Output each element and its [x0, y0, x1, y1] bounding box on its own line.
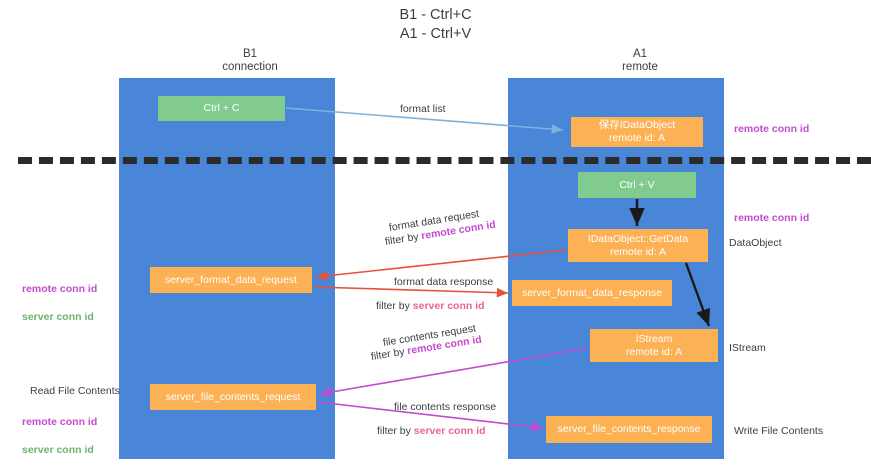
edge-label-format-data-response: format data response: [394, 276, 494, 288]
annotation-left-server-conn-id-2: server conn id: [22, 444, 94, 456]
annotation-left-remote-conn-id: remote conn id: [22, 283, 98, 295]
node-idataobject-getdata[interactable]: IDataObject::GetData remote id: A: [568, 229, 708, 262]
node-ctrl-c[interactable]: Ctrl + C: [158, 96, 285, 121]
node-server-file-contents-response[interactable]: server_file_contents_response: [546, 416, 712, 443]
annotation-read-file-contents: Read File Contents: [30, 385, 120, 397]
node-server-format-data-request[interactable]: server_format_data_request: [150, 267, 312, 293]
annotation-write-file-contents: Write File Contents: [734, 425, 824, 437]
edge-label-format-data-response-filter: filter by server conn id: [376, 299, 485, 313]
column-header-b1-role: connection: [222, 61, 278, 73]
annotation-left-server-conn-id: server conn id: [22, 311, 94, 323]
dashed-separator: [18, 157, 871, 164]
node-ctrl-v[interactable]: Ctrl + V: [578, 172, 696, 198]
annotation-data-object: DataObject: [729, 237, 782, 249]
filter-prefix: filter by: [377, 425, 414, 437]
node-server-format-data-response[interactable]: server_format_data_response: [512, 280, 672, 306]
annotation-conn-ids-left-2: remote conn id server conn id: [22, 401, 97, 471]
column-header-b1: B1 connection: [150, 48, 350, 74]
column-header-a1-role: remote: [622, 61, 658, 73]
annotation-istream: IStream: [729, 342, 766, 354]
filter-key-server-conn-id: server conn id: [413, 425, 486, 437]
annotation-remote-conn-id-top: remote conn id: [734, 123, 810, 135]
column-header-a1-name: A1: [632, 48, 648, 60]
page-title: B1 - Ctrl+C A1 - Ctrl+V: [399, 7, 472, 42]
node-store-idataobject[interactable]: 保存IDataObject remote id: A: [571, 117, 703, 147]
edge-label-file-contents-response: file contents response: [394, 401, 497, 413]
column-header-a1: A1 remote: [540, 48, 740, 74]
column-header-b1-name: B1: [242, 48, 258, 60]
node-istream[interactable]: IStream remote id: A: [590, 329, 718, 362]
annotation-conn-ids-left: remote conn id server conn id: [22, 268, 97, 338]
filter-prefix: filter by: [376, 300, 413, 312]
filter-prefix: filter by: [370, 345, 409, 363]
edge-label-file-contents-response-filter: filter by server conn id: [377, 424, 486, 438]
annotation-left-remote-conn-id-2: remote conn id: [22, 416, 98, 428]
filter-key-server-conn-id: server conn id: [412, 300, 485, 312]
edge-label-format-list: format list: [400, 103, 446, 115]
node-server-file-contents-request[interactable]: server_file_contents_request: [150, 384, 316, 410]
annotation-remote-conn-id-mid: remote conn id: [734, 212, 810, 224]
